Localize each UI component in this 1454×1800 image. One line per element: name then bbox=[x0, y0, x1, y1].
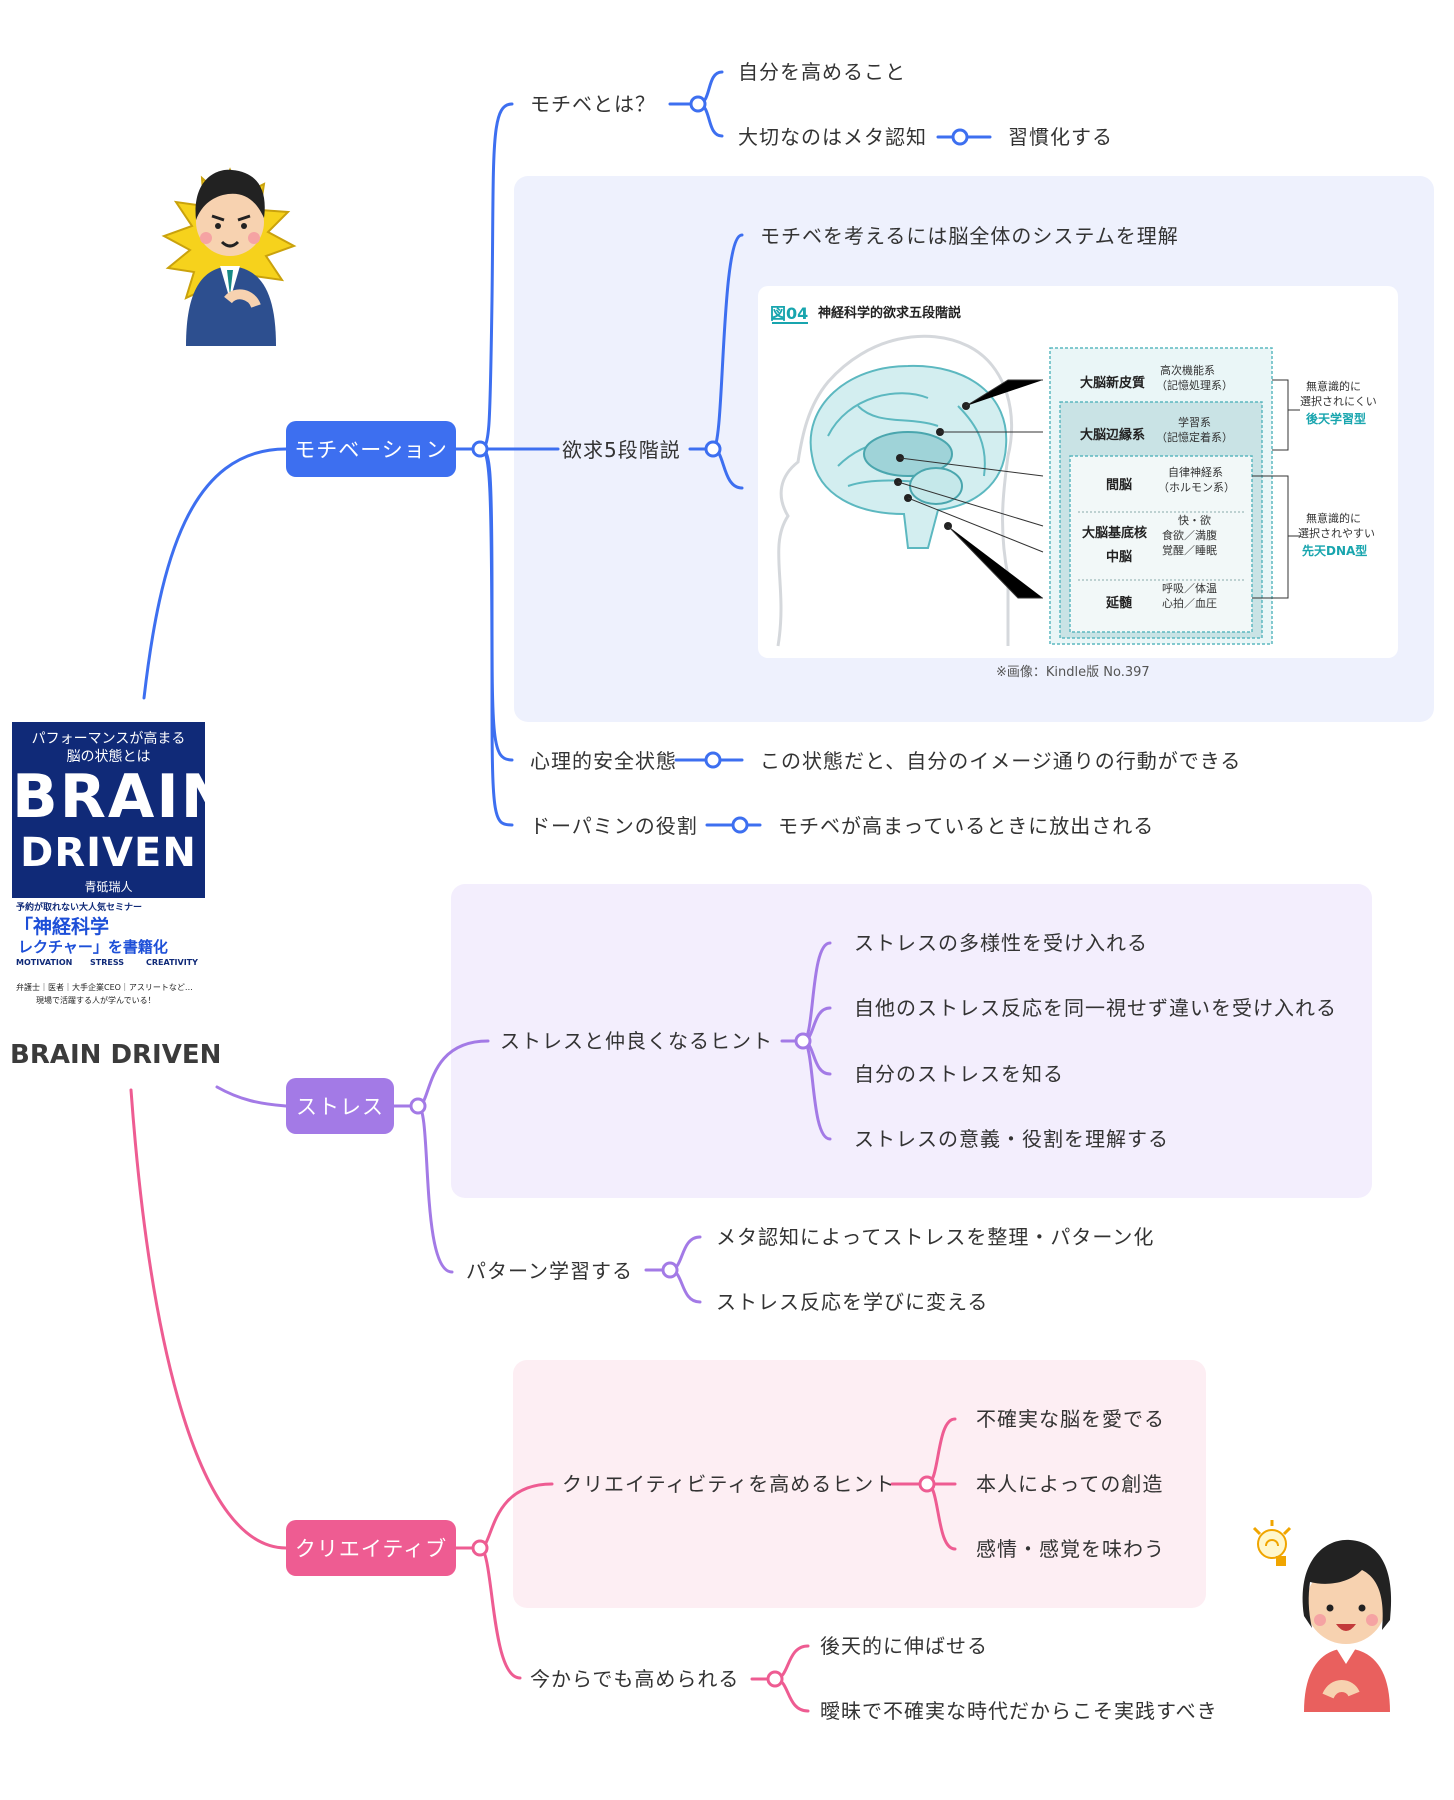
fig-region-medulla: 延髄 bbox=[1106, 596, 1133, 611]
fig-region-cortex: 大脳新皮質 bbox=[1080, 376, 1146, 391]
cover-author: 青砥瑞人 bbox=[84, 880, 133, 894]
stress-hint-child-4[interactable]: ストレスの意義・役割を理解する bbox=[854, 1127, 1169, 1151]
neuro-five-stage-figure: 図04 神経科学的欲求五段階説 大脳新皮質 高次機能系 （記憶処理系） 大脳辺縁… bbox=[758, 286, 1398, 658]
cover-top-line2: 脳の状態とは bbox=[66, 749, 151, 765]
fig-region-midbrain: 中脳 bbox=[1106, 550, 1133, 565]
book-cover: パフォーマンスが高まる 脳の状態とは BRAIN DRIVEN 青砥瑞人 予約が… bbox=[12, 722, 205, 1010]
fig-upper-note-1: 無意識的に bbox=[1306, 380, 1361, 393]
stress-pattern-child-2[interactable]: ストレス反応を学びに変える bbox=[716, 1290, 989, 1314]
cover-highlight2: レクチャー」を書籍化 bbox=[18, 938, 168, 956]
stress-branch[interactable]: ストレス bbox=[286, 1078, 394, 1134]
fig-func-basal-2: 食欲／満腹 bbox=[1162, 529, 1217, 542]
fig-upper-type: 後天学習型 bbox=[1306, 412, 1367, 426]
fig-lower-note-2: 選択されやすい bbox=[1298, 527, 1375, 540]
cover-driven: DRIVEN bbox=[20, 830, 197, 876]
fig-lower-type: 先天DNA型 bbox=[1302, 544, 1368, 558]
cover-highlight1: 「神経科学 bbox=[14, 916, 110, 938]
fig-region-diencephalon: 間脳 bbox=[1106, 478, 1133, 493]
figure-title: 神経科学的欲求五段階説 bbox=[818, 306, 962, 321]
woman-idea-illustration bbox=[1252, 1520, 1392, 1712]
fig-func-basal-1: 快・欲 bbox=[1178, 514, 1211, 527]
fig-func-medulla-1: 呼吸／体温 bbox=[1162, 582, 1217, 595]
stress-hint-child-3[interactable]: 自分のストレスを知る bbox=[854, 1062, 1064, 1086]
creative-hint-child-2[interactable]: 本人によっての創造 bbox=[976, 1472, 1164, 1496]
creative-now-node[interactable]: 今からでも高められる bbox=[530, 1667, 740, 1691]
cover-kw1: MOTIVATION bbox=[16, 958, 73, 967]
cover-bottom2: 現場で活躍する人が学んでいる！ bbox=[36, 996, 156, 1005]
psych-safety-child[interactable]: この状態だと、自分のイメージ通りの行動ができる bbox=[760, 749, 1242, 773]
creative-now-child-2[interactable]: 曖昧で不確実な時代だからこそ実践すべき bbox=[820, 1699, 1218, 1723]
cover-kw3: CREATIVITY bbox=[146, 958, 198, 967]
motivation-branch[interactable]: モチベーション bbox=[286, 421, 456, 477]
fig-func-dien-2: （ホルモン系） bbox=[1158, 481, 1235, 494]
cover-seminar: 予約が取れない大人気セミナー bbox=[16, 903, 143, 913]
psych-safety-node[interactable]: 心理的安全状態 bbox=[530, 749, 677, 773]
five-stage-node[interactable]: 欲求5段階説 bbox=[562, 438, 681, 462]
what-child-metacognition[interactable]: 大切なのはメタ認知 bbox=[738, 125, 927, 149]
stress-group-bg bbox=[451, 884, 1372, 1198]
root-title[interactable]: BRAIN DRIVEN bbox=[10, 1040, 222, 1070]
dopamine-node[interactable]: ドーパミンの役割 bbox=[530, 814, 698, 838]
stress-hint-child-2[interactable]: 自他のストレス反応を同一視せず違いを受け入れる bbox=[854, 996, 1337, 1020]
fig-func-limbic-1: 学習系 bbox=[1178, 416, 1211, 429]
creative-now-child-1[interactable]: 後天的に伸ばせる bbox=[820, 1634, 988, 1658]
cover-lower-panel: 予約が取れない大人気セミナー 「神経科学 レクチャー」を書籍化 MOTIVATI… bbox=[12, 898, 205, 1010]
figure-number: 図04 bbox=[770, 304, 809, 323]
fig-func-dien-1: 自律神経系 bbox=[1168, 466, 1223, 479]
cover-brain: BRAIN bbox=[12, 762, 205, 832]
fig-region-basal-ganglia: 大脳基底核 bbox=[1082, 526, 1148, 541]
creative-hint-node[interactable]: クリエイティビティを高めるヒント bbox=[562, 1472, 896, 1496]
metacognition-child-habit[interactable]: 習慣化する bbox=[1008, 125, 1113, 149]
five-stage-child-system[interactable]: モチベを考えるには脳全体のシステムを理解 bbox=[760, 224, 1179, 248]
fig-func-limbic-2: （記憶定着系） bbox=[1156, 431, 1233, 444]
cover-bottom1: 弁護士｜医者｜大手企業CEO｜アスリートなど… bbox=[16, 983, 193, 992]
stress-hint-node[interactable]: ストレスと仲良くなるヒント bbox=[500, 1029, 773, 1053]
figure-caption: ※画像：Kindle版 No.397 bbox=[996, 665, 1150, 680]
fig-func-cortex-1: 高次機能系 bbox=[1160, 364, 1215, 377]
fig-lower-note-1: 無意識的に bbox=[1306, 512, 1361, 525]
stress-pattern-child-1[interactable]: メタ認知によってストレスを整理・パターン化 bbox=[716, 1225, 1155, 1249]
businessman-illustration bbox=[161, 167, 297, 346]
fig-func-medulla-2: 心拍／血圧 bbox=[1162, 597, 1217, 610]
creative-branch[interactable]: クリエイティブ bbox=[286, 1520, 456, 1576]
fig-func-mid-1: 覚醒／睡眠 bbox=[1162, 544, 1217, 557]
fig-upper-note-2: 選択されにくい bbox=[1300, 395, 1377, 408]
dopamine-child[interactable]: モチベが高まっているときに放出される bbox=[778, 814, 1155, 838]
cover-top-line1: パフォーマンスが高まる bbox=[31, 731, 186, 747]
creative-hint-child-1[interactable]: 不確実な脳を愛でる bbox=[976, 1407, 1165, 1431]
figure-drawing bbox=[772, 322, 1300, 647]
creative-group-bg bbox=[513, 1360, 1206, 1608]
fig-region-limbic: 大脳辺縁系 bbox=[1080, 428, 1146, 443]
cover-kw2: STRESS bbox=[90, 958, 125, 967]
fig-func-cortex-2: （記憶処理系） bbox=[1156, 379, 1233, 392]
stress-pattern-node[interactable]: パターン学習する bbox=[466, 1259, 633, 1283]
motivation-what-node[interactable]: モチベとは？ bbox=[530, 92, 656, 116]
what-child-raise-self[interactable]: 自分を高めること bbox=[738, 60, 906, 84]
stress-hint-child-1[interactable]: ストレスの多様性を受け入れる bbox=[854, 931, 1148, 955]
creative-hint-child-3[interactable]: 感情・感覚を味わう bbox=[976, 1537, 1165, 1561]
